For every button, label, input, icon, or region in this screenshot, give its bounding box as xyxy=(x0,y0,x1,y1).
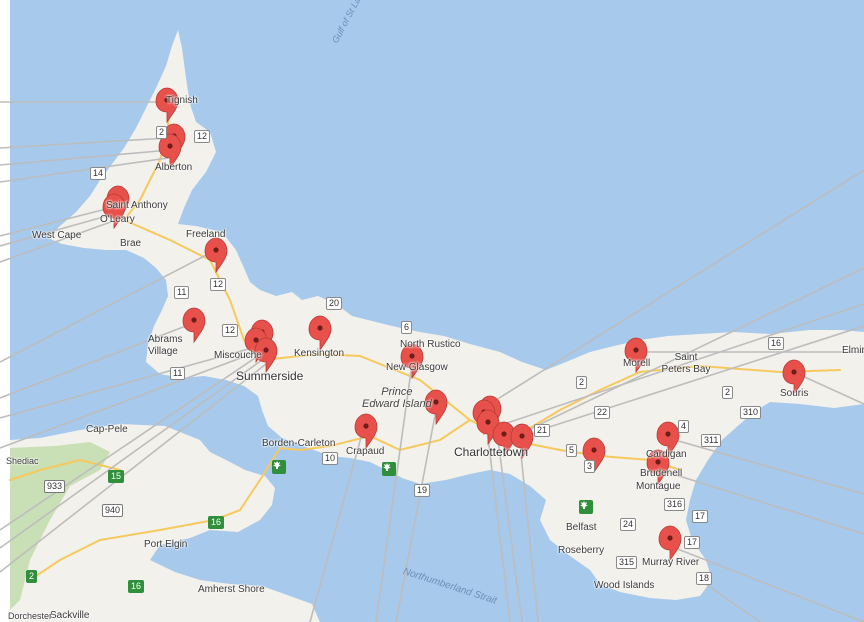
route-shield: 315 xyxy=(616,556,638,569)
place-label: Dorchester xyxy=(8,611,53,621)
park-icon xyxy=(272,460,286,474)
place-label: Freeland xyxy=(186,229,226,240)
place-label: Roseberry xyxy=(558,545,605,556)
connector-lines xyxy=(0,101,864,622)
place-label: O'Leary xyxy=(100,214,135,225)
route-shield: 933 xyxy=(44,480,66,493)
route-shield: 2 xyxy=(156,126,168,139)
place-label: Alberton xyxy=(155,162,193,173)
place-label: Abrams Village xyxy=(148,334,183,357)
province-label: Prince Edward Island xyxy=(362,386,432,410)
place-label: Brudenell xyxy=(640,468,683,479)
map-margin xyxy=(0,0,10,622)
place-label: Morell xyxy=(623,358,651,369)
route-shield: 311 xyxy=(701,434,722,447)
place-label: North Rustico xyxy=(400,339,461,350)
route-shield: 17 xyxy=(692,510,709,523)
place-label: Murray River xyxy=(642,557,700,568)
place-label: Belfast xyxy=(566,522,597,533)
route-shield: 11 xyxy=(170,367,186,380)
route-shield: 16 xyxy=(128,580,145,593)
route-shield: 2 xyxy=(26,570,38,583)
park-icon xyxy=(382,462,396,476)
place-label: New Glasgow xyxy=(386,362,448,373)
place-label: Crapaud xyxy=(346,446,385,457)
route-shield: 4 xyxy=(678,420,690,433)
route-shield: 20 xyxy=(326,297,343,310)
route-shield: 16 xyxy=(768,337,785,350)
route-shield: 18 xyxy=(696,572,713,585)
place-label: Summerside xyxy=(236,369,304,383)
place-label: Elmira xyxy=(842,345,864,356)
route-shield: 19 xyxy=(414,484,431,497)
place-label: West Cape xyxy=(32,230,82,241)
place-label: Cardigan xyxy=(646,449,687,460)
place-label: Saint Peters Bay xyxy=(661,352,711,375)
place-label: Montague xyxy=(636,481,681,492)
route-shield: 5 xyxy=(566,444,578,457)
place-label: Souris xyxy=(780,388,809,399)
place-label: Kensington xyxy=(294,348,345,359)
route-shield: 17 xyxy=(684,536,701,549)
province-label-line2: Edward Island xyxy=(362,398,432,410)
route-shield: 14 xyxy=(90,167,107,180)
route-shield: 24 xyxy=(620,518,637,531)
place-label: Port Elgin xyxy=(144,539,188,550)
route-shield: 6 xyxy=(401,321,413,334)
mainland-green-area xyxy=(10,442,110,610)
place-label: Charlottetown xyxy=(454,445,529,459)
place-label: Cap-Pele xyxy=(86,424,128,435)
route-shield: 940 xyxy=(102,504,124,517)
route-shield: 12 xyxy=(210,278,227,291)
route-shield: 316 xyxy=(664,498,686,511)
route-shield: 16 xyxy=(208,516,225,529)
place-label: Miscouche xyxy=(214,350,262,361)
route-shield: 310 xyxy=(740,406,762,419)
route-shield: 2 xyxy=(576,376,588,389)
place-label: Borden-Carleton xyxy=(262,438,336,449)
route-shield: 3 xyxy=(584,460,596,473)
province-label-line1: Prince xyxy=(381,386,413,398)
place-label: Tignish xyxy=(166,95,198,106)
place-label: Shediac xyxy=(6,456,39,466)
route-shield: 22 xyxy=(594,406,611,419)
route-shield: 10 xyxy=(322,452,339,465)
route-shield: 12 xyxy=(194,130,211,143)
place-label: Wood Islands xyxy=(594,580,655,591)
route-shield: 12 xyxy=(222,324,239,337)
place-label: Saint Anthony xyxy=(106,200,168,211)
route-shield: 15 xyxy=(108,470,125,483)
route-shield: 2 xyxy=(722,386,734,399)
place-label: Brae xyxy=(120,238,142,249)
place-label: Sackville xyxy=(50,610,90,621)
place-label: Amherst Shore xyxy=(198,584,265,595)
route-shield: 11 xyxy=(174,286,190,299)
route-shield: 21 xyxy=(534,424,551,437)
park-icon xyxy=(579,500,593,514)
